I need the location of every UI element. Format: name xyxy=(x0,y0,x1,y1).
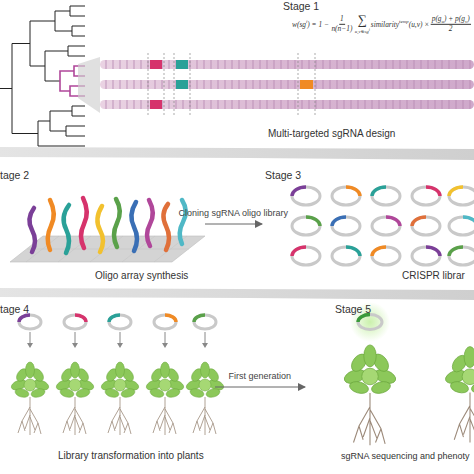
stage-caption: CRISPR librar xyxy=(402,270,465,282)
clade-funnel xyxy=(78,57,100,113)
stage-panel: tage 2 Oligo array synthesis xyxy=(0,160,205,288)
phenotyped-plants xyxy=(342,302,474,445)
numerator: 1 xyxy=(339,15,345,24)
separator-band xyxy=(0,288,474,300)
plasmid-library xyxy=(292,187,474,265)
stage-label: tage 2 xyxy=(0,169,29,181)
separator-band xyxy=(0,147,474,160)
summation: ∑u,v∈sgi xyxy=(355,13,370,35)
arrow-label: First generation xyxy=(229,372,292,382)
formula-term: p(g xyxy=(432,14,442,23)
weight-formula: w(sgi) = 1 −1n(n−1)∑u,v∈sgisimilaritytem… xyxy=(292,13,472,35)
subscript: u xyxy=(442,19,444,24)
flow-arrow xyxy=(215,387,305,388)
stage-label: tage 4 xyxy=(0,303,29,315)
stage-panel: tage 4 Library transformation into plants xyxy=(0,300,215,474)
target-guides xyxy=(148,53,315,115)
subscript: v xyxy=(465,19,467,24)
stage-caption: Library transformation into plants xyxy=(58,450,204,462)
stage-label: Stage 3 xyxy=(265,169,301,181)
stage-caption: sgRNA sequencing and phenoty xyxy=(341,451,470,461)
stage-label: Stage 5 xyxy=(335,303,371,315)
denominator: 2 xyxy=(449,24,453,32)
fraction: p(gu) + p(gv)2 xyxy=(431,15,471,32)
superscript: temp xyxy=(399,18,409,23)
sequence-bars xyxy=(100,60,474,109)
sum-index-term: u,v∈sg xyxy=(355,29,369,34)
stage-panel: Stage 5 sgRNA sequencing and phenoty xyxy=(305,300,474,474)
flow-arrow xyxy=(205,224,262,225)
superscript: i xyxy=(306,18,307,23)
formula-term: ) + p(g xyxy=(444,14,465,23)
formula-term: ) = 1 − xyxy=(307,19,329,28)
formula-term: 2 xyxy=(449,23,453,32)
formula-term: 1 xyxy=(340,14,344,23)
formula-term: ) xyxy=(467,14,469,23)
sum-index: u,v∈sgi xyxy=(355,26,370,35)
superscript: i xyxy=(369,27,370,32)
stage-panel: Stage 1 Multi-targeted sgRNA design xyxy=(0,0,474,148)
stage-panel: Stage 3 CRISPR librar xyxy=(262,160,474,288)
stage-label: Stage 1 xyxy=(283,0,319,12)
phylogenetic-tree xyxy=(0,6,85,146)
formula-term: w(sg xyxy=(292,19,306,28)
oligo-array xyxy=(10,198,205,262)
stage-caption: Multi-targeted sgRNA design xyxy=(268,128,395,140)
formula-term: (u,v) × xyxy=(409,19,430,28)
arrow-label: Cloning sgRNA oligo library xyxy=(179,209,289,219)
fraction: 1n(n−1) xyxy=(331,15,352,32)
sum-symbol: ∑ xyxy=(358,13,367,26)
numerator: p(gu) + p(gv) xyxy=(431,15,471,24)
denominator: n(n−1) xyxy=(331,24,352,32)
formula-term: similarity xyxy=(371,19,399,28)
stage-caption: Oligo array synthesis xyxy=(95,270,188,282)
plasmids-to-plants xyxy=(10,315,225,435)
formula-term: n(n−1) xyxy=(331,23,352,32)
